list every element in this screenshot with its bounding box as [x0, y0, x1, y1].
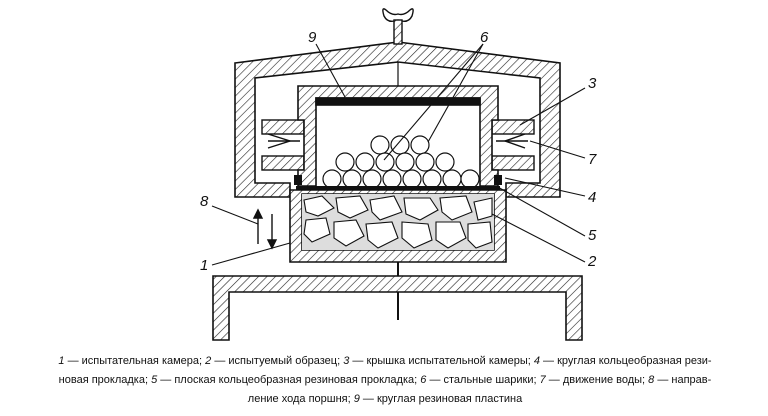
caption-text-4b: новая прокладка;: [58, 374, 152, 386]
lower-stand: [212, 275, 583, 341]
part-labels: 9 6 3 7 4 5 2 8 1: [200, 29, 597, 274]
sample-aggregate: [302, 194, 494, 250]
caption-num-2: 2: [205, 355, 212, 367]
caption-text-1: — испытательная камера;: [64, 355, 206, 367]
caption-text-4: — круглая кольцеобразная рези-: [539, 355, 712, 367]
caption-text-7: — движение воды;: [545, 374, 649, 386]
caption-text-5: — плоская кольцеобразная резиновая прокл…: [157, 374, 421, 386]
label-1: 1: [200, 257, 208, 274]
piston-direction-arrows: [252, 208, 278, 250]
caption-num-7: 7: [539, 374, 546, 386]
label-8: 8: [200, 193, 209, 210]
gaskets: [294, 175, 502, 190]
caption-text-2: — испытуемый образец;: [211, 355, 344, 367]
test-chamber-diagram: 9 6 3 7 4 5 2 8 1: [200, 8, 597, 341]
leader-lines: [211, 43, 586, 266]
figure-caption: 1 — испытательная камера; 2 — испытуемый…: [40, 352, 730, 409]
caption-text-8b: ление хода поршня;: [247, 393, 354, 405]
chamber-lid: [297, 85, 499, 187]
label-3: 3: [588, 75, 597, 92]
caption-num-9: 9: [353, 393, 360, 405]
caption-num-6: 6: [420, 374, 427, 386]
caption-text-9: — круглая резиновая пластина: [359, 393, 523, 405]
caption-num-1: 1: [58, 355, 65, 367]
caption-num-5: 5: [151, 374, 158, 386]
label-7: 7: [588, 151, 597, 168]
label-5: 5: [588, 227, 597, 244]
caption-text-8: — направ-: [654, 374, 712, 386]
caption-text-6: — стальные шарики;: [426, 374, 540, 386]
rubber-plate: [315, 97, 481, 106]
caption-num-8: 8: [648, 374, 655, 386]
label-4: 4: [588, 189, 596, 206]
side-connector-left: [261, 119, 305, 171]
caption-text-3: — крышка испытательной камеры;: [349, 355, 534, 367]
label-9: 9: [308, 29, 317, 46]
label-2: 2: [587, 253, 597, 270]
caption-num-4: 4: [533, 355, 540, 367]
label-6: 6: [480, 29, 489, 46]
steel-balls: [322, 135, 480, 189]
side-connector-right: [491, 119, 535, 171]
caption-num-3: 3: [343, 355, 350, 367]
